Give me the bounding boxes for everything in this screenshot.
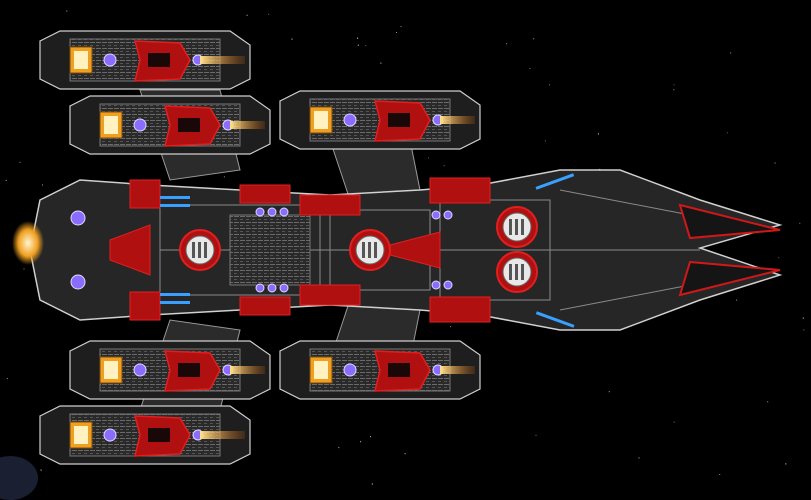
star (360, 441, 362, 443)
player-ship[interactable] (12, 30, 783, 465)
star (357, 44, 359, 46)
violet-indicators (70, 207, 453, 293)
nose-prongs (678, 203, 781, 297)
star (799, 222, 801, 224)
star (357, 37, 359, 39)
star (5, 179, 7, 181)
star (66, 10, 68, 12)
star (42, 184, 43, 186)
reactor-dome (496, 206, 538, 248)
star (597, 133, 599, 135)
lower-nose-prong (678, 260, 781, 297)
star (736, 299, 738, 301)
star (365, 45, 367, 47)
star (400, 26, 402, 27)
star (370, 436, 371, 438)
star (40, 469, 42, 471)
star (529, 68, 531, 69)
star (291, 38, 293, 40)
star (443, 165, 445, 167)
star (802, 317, 804, 319)
red-armor-accents (109, 177, 491, 323)
star (535, 434, 537, 436)
star (380, 62, 382, 64)
reactor-dome (179, 229, 221, 271)
blue-running-lights (160, 173, 575, 328)
star (608, 391, 610, 393)
star (774, 162, 776, 164)
star (19, 161, 21, 163)
engine-pod (39, 405, 251, 465)
engine-pod (69, 95, 271, 155)
star (726, 132, 728, 134)
nebula-cloud (0, 456, 38, 500)
star (338, 447, 340, 449)
engine-pods (39, 30, 481, 465)
rear-engine-glow (12, 221, 44, 265)
reactor-domes (179, 206, 538, 293)
star (6, 378, 8, 380)
engine-pod (39, 30, 251, 90)
star (544, 140, 546, 142)
engine-pod (279, 340, 481, 400)
star (396, 32, 397, 33)
star (767, 401, 769, 403)
star (549, 84, 550, 86)
engine-pod (69, 340, 271, 400)
star (223, 176, 225, 178)
upper-nose-prong (678, 203, 781, 240)
star (506, 43, 508, 45)
star (533, 38, 535, 40)
star (638, 457, 640, 459)
star (268, 13, 270, 15)
hull-panels (159, 189, 700, 311)
star (246, 14, 248, 16)
star (428, 157, 429, 159)
star (719, 474, 721, 475)
star (673, 421, 675, 423)
star (785, 463, 787, 465)
engine-pod (279, 90, 481, 150)
star (23, 268, 25, 270)
reactor-dome (349, 229, 391, 271)
star (450, 326, 452, 328)
reactor-dome (496, 251, 538, 293)
star (673, 89, 675, 91)
star (404, 453, 406, 455)
star (803, 329, 805, 331)
star (778, 257, 780, 259)
star (673, 84, 675, 86)
star (730, 52, 732, 54)
star (371, 483, 373, 485)
